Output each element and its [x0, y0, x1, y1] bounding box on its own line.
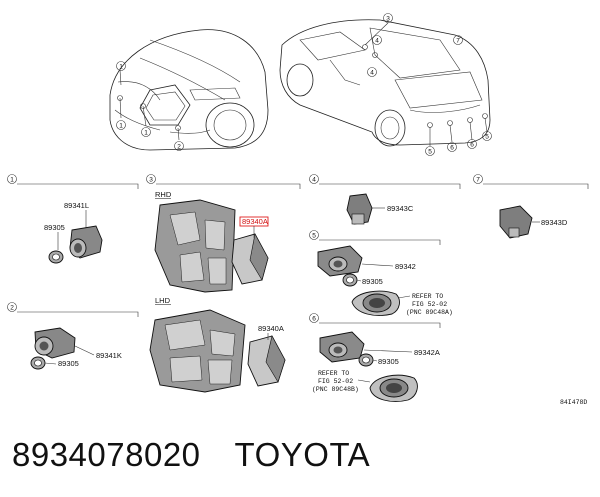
bezel-s6 [369, 374, 418, 402]
callout-4a: 4 [372, 35, 382, 45]
ring-89305-s1 [48, 250, 64, 264]
svg-text:6: 6 [450, 145, 454, 152]
bracket-lhd [149, 309, 246, 393]
ecu-89340a-lhd [247, 335, 286, 387]
svg-text:1: 1 [119, 123, 123, 130]
callout-2a: 2 [174, 141, 184, 151]
svg-text:89340A: 89340A [242, 217, 268, 226]
bezel-s5 [351, 290, 400, 316]
svg-text:89342A: 89342A [414, 348, 440, 357]
bracket-rhd [154, 199, 236, 293]
svg-text:2: 2 [10, 305, 14, 312]
svg-text:REFER TO: REFER TO [412, 293, 443, 300]
svg-text:FIG 52-02: FIG 52-02 [318, 378, 353, 385]
svg-text:6: 6 [312, 316, 316, 323]
svg-text:89343C: 89343C [387, 204, 414, 213]
sensor-89341l [69, 225, 103, 259]
svg-text:89305: 89305 [362, 277, 383, 286]
svg-text:89340A: 89340A [258, 324, 284, 333]
callout-4b: 4 [367, 67, 377, 77]
svg-text:89342: 89342 [395, 262, 416, 271]
ring-89305-s6 [358, 353, 374, 367]
svg-text:REFER TO: REFER TO [318, 370, 349, 377]
sensor-89341k [34, 327, 76, 359]
svg-text:89343D: 89343D [541, 218, 568, 227]
sensor-89343d [499, 205, 533, 239]
callout-5a: 5 [482, 131, 492, 141]
ecu-89340a-rhd [231, 233, 269, 285]
svg-text:89305: 89305 [44, 223, 65, 232]
illustration-code: 84I478D [560, 399, 587, 406]
svg-text:7: 7 [456, 38, 460, 45]
svg-text:3: 3 [149, 177, 153, 184]
callout-6a: 6 [467, 139, 477, 149]
svg-text:89341K: 89341K [96, 351, 122, 360]
svg-text:6: 6 [470, 142, 474, 149]
section-5: 5 89342 89305 REFER TO FIG 52-02 (PNC 89… [309, 230, 453, 316]
callout-1a: 1 [116, 61, 126, 71]
car-rear-illustration [279, 19, 491, 147]
svg-text:4: 4 [375, 38, 379, 45]
ring-89305-s5 [342, 273, 358, 287]
svg-text:LHD: LHD [155, 296, 171, 305]
car-front-illustration [109, 29, 269, 151]
sensor-89342a [319, 331, 365, 363]
svg-text:89341L: 89341L [64, 201, 89, 210]
svg-text:7: 7 [476, 177, 480, 184]
footer-caption: 8934078020 TOYOTA [12, 436, 404, 474]
section-4: 4 89343C [309, 174, 461, 225]
section-6: 6 89342A 89305 REFER TO FIG 52-02 (PNC 8… [309, 313, 441, 402]
part-number: 8934078020 [12, 436, 201, 473]
callout-6b: 6 [447, 142, 457, 152]
svg-text:5: 5 [428, 149, 432, 156]
svg-text:RHD: RHD [155, 190, 172, 199]
svg-text:5: 5 [312, 233, 316, 240]
svg-text:1: 1 [144, 130, 148, 137]
callout-3a: 3 [383, 13, 393, 23]
svg-text:5: 5 [485, 134, 489, 141]
svg-text:89305: 89305 [378, 357, 399, 366]
callout-7a: 7 [453, 35, 463, 45]
svg-text:2: 2 [177, 144, 181, 151]
svg-text:FIG 52-02: FIG 52-02 [412, 301, 447, 308]
svg-text:1: 1 [10, 177, 14, 184]
section-2: 2 89341K 89305 [7, 302, 139, 370]
svg-text:(PNC 89C48B): (PNC 89C48B) [312, 386, 359, 393]
svg-text:3: 3 [386, 16, 390, 23]
brand-name: TOYOTA [234, 436, 371, 473]
svg-text:1: 1 [119, 64, 123, 71]
sensor-89342 [317, 245, 363, 277]
svg-text:(PNC 89C48A): (PNC 89C48A) [406, 309, 453, 316]
svg-text:89305: 89305 [58, 359, 79, 368]
callout-1c: 1 [141, 127, 151, 137]
svg-text:4: 4 [370, 70, 374, 77]
section-7: 7 89343D [473, 174, 589, 239]
callout-1b: 1 [116, 120, 126, 130]
section-3: 3 RHD 89340A LHD 893 [146, 174, 301, 393]
callout-5b: 5 [425, 146, 435, 156]
ring-89305-s2 [30, 356, 46, 370]
sensor-89343c [346, 193, 373, 225]
svg-text:4: 4 [312, 177, 316, 184]
section-1: 1 89341L 89305 [7, 174, 139, 264]
